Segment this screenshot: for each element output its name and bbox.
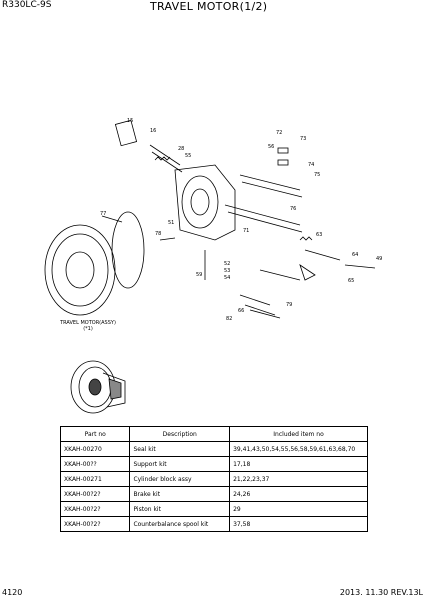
- cell-description: Piston kit: [129, 501, 231, 517]
- table-row: XKAH-00?2? Counterbalance spool kit 37,5…: [59, 516, 368, 532]
- callout-64: 64: [352, 252, 358, 258]
- callout-52: 52: [224, 261, 230, 267]
- callout-16: 16: [150, 128, 156, 134]
- cell-included-items: 37,58: [229, 516, 368, 532]
- callout-76: 76: [290, 206, 296, 212]
- exploded-parts-diagram: 15 16 28 49 51 52 53 54 55 56 59 63 64 6…: [44, 118, 382, 322]
- cell-part-no: XKAH-00270: [59, 441, 131, 457]
- table-row: XKAH-00270 Seal kit 39,41,43,50,54,55,56…: [59, 441, 368, 457]
- callout-65: 65: [348, 278, 354, 284]
- cell-description: Support kit: [129, 456, 231, 472]
- callout-78: 78: [155, 231, 161, 237]
- callout-73: 73: [300, 136, 306, 142]
- col-part-no: Part no: [59, 426, 131, 442]
- callout-71: 71: [243, 228, 249, 234]
- callout-75: 75: [314, 172, 320, 178]
- callout-54: 54: [224, 275, 230, 281]
- callout-49: 49: [376, 256, 382, 262]
- table-row: XKAH-00?2? Piston kit 29: [59, 501, 368, 517]
- page-number: 4120: [2, 588, 23, 597]
- cell-included-items: 21,22,23,37: [229, 471, 368, 487]
- cell-included-items: 17,18: [229, 456, 368, 472]
- callout-82: 82: [226, 316, 232, 322]
- cell-part-no: XKAH-00?2?: [59, 501, 131, 517]
- cell-part-no: XKAH-00?2?: [59, 486, 131, 502]
- ring-gear: [44, 224, 116, 316]
- cell-description: Brake kit: [129, 486, 231, 502]
- callout-63: 63: [316, 232, 322, 238]
- callout-56: 56: [268, 144, 274, 150]
- callout-74: 74: [308, 162, 314, 168]
- model-label: R330LC-9S: [2, 0, 52, 10]
- callout-28: 28: [178, 146, 184, 152]
- table-row: XKAH-00271 Cylinder block assy 21,22,23,…: [59, 471, 368, 487]
- cell-part-no: XKAH-00?2?: [59, 516, 131, 532]
- cell-description: Counterbalance spool kit: [129, 516, 231, 532]
- callout-59: 59: [196, 272, 202, 278]
- callout-72: 72: [276, 130, 282, 136]
- assembly-caption: TRAVEL MOTOR(ASSY) (*1): [58, 320, 118, 332]
- assembled-motor-thumbnail: [70, 360, 126, 414]
- callout-51: 51: [168, 220, 174, 226]
- col-description: Description: [129, 426, 231, 442]
- date-revision: 2013. 11.30 REV.13L: [339, 588, 423, 597]
- cell-description: Cylinder block assy: [129, 471, 231, 487]
- cell-included-items: 29: [229, 501, 368, 517]
- kit-parts-table: Part no Description Included item no XKA…: [59, 426, 368, 532]
- page-title: TRAVEL MOTOR(1/2): [150, 0, 268, 13]
- table-header-row: Part no Description Included item no: [59, 426, 368, 442]
- cell-part-no: XKAH-00??: [59, 456, 131, 472]
- col-included-items: Included item no: [229, 426, 368, 442]
- cell-part-no: XKAH-00271: [59, 471, 131, 487]
- o-ring: [111, 211, 145, 289]
- callout-77: 77: [100, 211, 106, 217]
- cell-included-items: 39,41,43,50,54,55,56,58,59,61,63,68,70: [229, 441, 368, 457]
- cell-description: Seal kit: [129, 441, 231, 457]
- callout-15: 15: [127, 118, 133, 124]
- table-row: XKAH-00?? Support kit 17,18: [59, 456, 368, 472]
- table-row: XKAH-00?2? Brake kit 24,26: [59, 486, 368, 502]
- callout-79: 79: [286, 302, 292, 308]
- callout-55: 55: [185, 153, 191, 159]
- assembly-caption-name: TRAVEL MOTOR(ASSY): [60, 320, 116, 326]
- callout-53: 53: [224, 268, 230, 274]
- callout-66: 66: [238, 308, 244, 314]
- cover-plate: [114, 119, 138, 147]
- motor-housing: [174, 164, 236, 241]
- cell-included-items: 24,26: [229, 486, 368, 502]
- assembly-caption-note: (*1): [83, 326, 93, 332]
